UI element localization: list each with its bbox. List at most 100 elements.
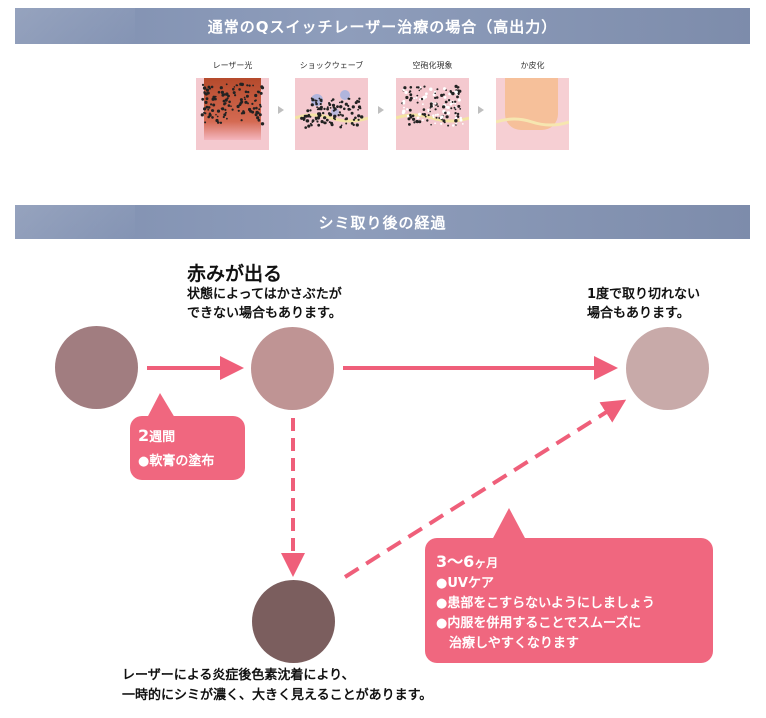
- pigment-dot: [451, 101, 454, 103]
- pigment-dot: [305, 114, 309, 118]
- pigment-dot: [442, 93, 445, 96]
- pigment-dot: [459, 118, 463, 122]
- pigment-dot: [219, 121, 223, 124]
- pigment-dot: [240, 119, 243, 122]
- pigment-dot: [426, 119, 429, 122]
- pigment-dot: [442, 105, 446, 109]
- pigment-dot: [243, 96, 246, 99]
- callout-item: 治療しやすくなります: [436, 636, 579, 651]
- pigment-dot: [336, 105, 339, 108]
- pigment-dot: [252, 107, 256, 110]
- pigment-dot: [330, 123, 334, 127]
- pigment-dot: [403, 106, 405, 109]
- pigment-dot: [215, 113, 217, 116]
- pigment-dot: [435, 116, 438, 119]
- pigment-dot: [347, 107, 351, 111]
- pigment-dot: [201, 97, 205, 101]
- pigment-dot: [454, 84, 458, 88]
- pigment-dot: [416, 116, 419, 120]
- pigment-dot: [415, 120, 419, 123]
- pigment-dot: [333, 114, 337, 118]
- pigment-dot: [228, 100, 231, 104]
- pigment-dot: [220, 90, 224, 94]
- pigment-dot: [310, 103, 314, 107]
- incomplete-note-2: 場合もあります。: [587, 306, 690, 321]
- pigment-dot: [440, 122, 443, 125]
- pigment-dot: [309, 109, 312, 112]
- pigment-dot: [224, 102, 227, 105]
- pigment-dot: [403, 86, 407, 90]
- pigment-dot: [329, 107, 332, 109]
- pigment-dot: [402, 101, 406, 105]
- treatment-banner-title: 通常のQスイッチレーザー治療の場合（高出力）: [207, 17, 558, 36]
- spot-pih: [252, 580, 335, 663]
- pigment-dot: [204, 100, 208, 104]
- pigment-dot: [350, 111, 354, 115]
- pigment-dot: [456, 95, 459, 99]
- skin-illustration: [295, 78, 368, 150]
- pigment-dot: [455, 122, 458, 125]
- pigment-dot: [435, 96, 439, 99]
- pigment-dot: [248, 84, 251, 87]
- pigment-dot: [434, 114, 437, 116]
- pigment-dot: [402, 109, 406, 113]
- pigment-dot: [413, 121, 416, 124]
- pigment-dot: [459, 108, 462, 110]
- panel-label: ショックウェーブ: [299, 61, 364, 70]
- callout-3-6-months: 3〜6ヶ月 ●UVケア ●患部をこすらないようにしましょう ●内服を併用すること…: [425, 538, 713, 663]
- pigment-dot: [239, 98, 243, 102]
- pigment-dot: [311, 119, 315, 122]
- pigment-dot: [344, 118, 347, 121]
- pigment-dot: [412, 117, 416, 121]
- pigment-dot: [454, 119, 458, 123]
- progress-banner: シミ取り後の経過: [15, 205, 750, 239]
- pigment-dot: [302, 118, 305, 121]
- pigment-dot: [429, 102, 433, 106]
- pigment-dot: [304, 126, 307, 129]
- panel-label: レーザー光: [212, 61, 253, 70]
- pigment-dot: [409, 90, 412, 93]
- pigment-dot: [208, 112, 212, 115]
- pigment-dot: [225, 93, 228, 96]
- pigment-dot: [443, 87, 446, 91]
- pigment-dot: [436, 88, 439, 91]
- pigment-dot: [415, 96, 418, 99]
- pigment-dot: [347, 104, 350, 107]
- pigment-dot: [434, 122, 436, 125]
- pigment-dot: [212, 103, 216, 107]
- pigment-dot: [443, 121, 446, 124]
- pigment-dot: [323, 121, 326, 125]
- pigment-dot: [437, 105, 439, 108]
- pigment-dot: [247, 102, 249, 105]
- pigment-dot: [408, 98, 412, 102]
- pigment-dot: [434, 96, 437, 100]
- pigment-dot: [338, 111, 341, 114]
- pigment-dot: [432, 114, 435, 117]
- pigment-dot: [416, 94, 419, 97]
- pigment-dot: [458, 89, 462, 93]
- pigment-dot: [409, 93, 413, 97]
- pigment-dot: [319, 102, 322, 106]
- pigment-dot: [454, 112, 457, 115]
- pigment-dot: [447, 124, 450, 127]
- pigment-dot: [326, 107, 329, 111]
- pigment-dot: [224, 98, 228, 102]
- pigment-dot: [457, 98, 461, 102]
- arrow-pih-to-incomplete: [343, 399, 627, 579]
- pigment-dot: [334, 118, 336, 121]
- pigment-dot: [309, 115, 312, 118]
- pigment-dot: [255, 106, 258, 110]
- pigment-dot: [420, 97, 424, 101]
- pigment-dot: [219, 86, 223, 90]
- pigment-dot: [211, 109, 214, 112]
- step-arrow-icon: [378, 106, 384, 114]
- pigment-dot: [454, 100, 457, 103]
- pigment-dot: [222, 100, 226, 103]
- pigment-dot: [245, 94, 249, 98]
- pigment-dot: [323, 116, 326, 120]
- pigment-dot: [454, 102, 457, 105]
- pigment-dot: [203, 107, 207, 111]
- pigment-dot: [445, 115, 449, 119]
- pigment-dot: [422, 108, 426, 111]
